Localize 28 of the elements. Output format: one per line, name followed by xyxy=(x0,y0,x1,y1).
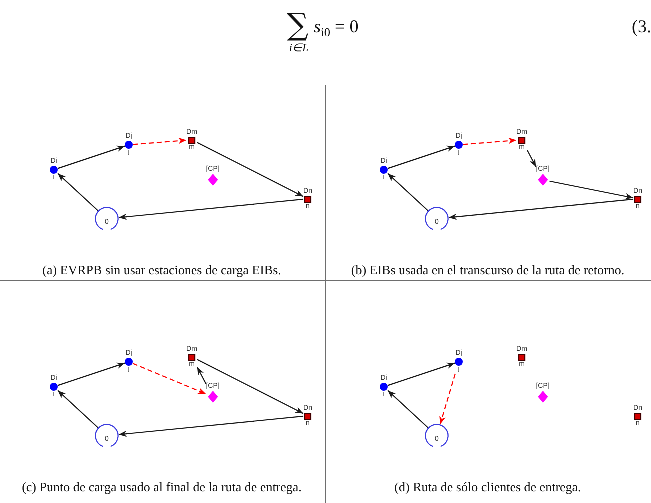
summation-sign: ∑ xyxy=(287,8,309,44)
dashed-arrow xyxy=(132,363,206,395)
arrow xyxy=(448,198,634,220)
arrow xyxy=(388,146,456,170)
arrow xyxy=(118,198,304,220)
arrow xyxy=(388,362,456,386)
dashed-arrow xyxy=(462,138,517,146)
summation-index: i∈L xyxy=(289,42,309,56)
arrow xyxy=(58,173,99,212)
arrow xyxy=(550,180,634,200)
arrow xyxy=(526,150,537,168)
dashed-arrow xyxy=(440,374,456,425)
panel-caption: (b) EIBs usada en el transcurso de la ruta de retorno. xyxy=(351,264,625,278)
arrow xyxy=(388,390,429,428)
arrow xyxy=(118,416,304,438)
arrow xyxy=(197,142,304,198)
dashed-arrow xyxy=(132,138,187,146)
arrow xyxy=(197,359,304,414)
arrow xyxy=(388,173,429,212)
panel-caption: (a) EVRPB sin usar estaciones de carga EIBs. xyxy=(42,264,282,278)
equation-number: (3. xyxy=(632,16,651,38)
arrow xyxy=(58,146,126,170)
arrow xyxy=(58,390,99,428)
panel-caption: (c) Punto de carga usado al final de la ruta de entrega. xyxy=(22,480,302,496)
panel-caption: (d) Ruta de sólo clientes de entrega. xyxy=(394,480,582,496)
arrow xyxy=(58,362,126,386)
equation: s$_{i0}$ = 0 xyxy=(314,16,359,38)
arrow xyxy=(196,367,207,384)
